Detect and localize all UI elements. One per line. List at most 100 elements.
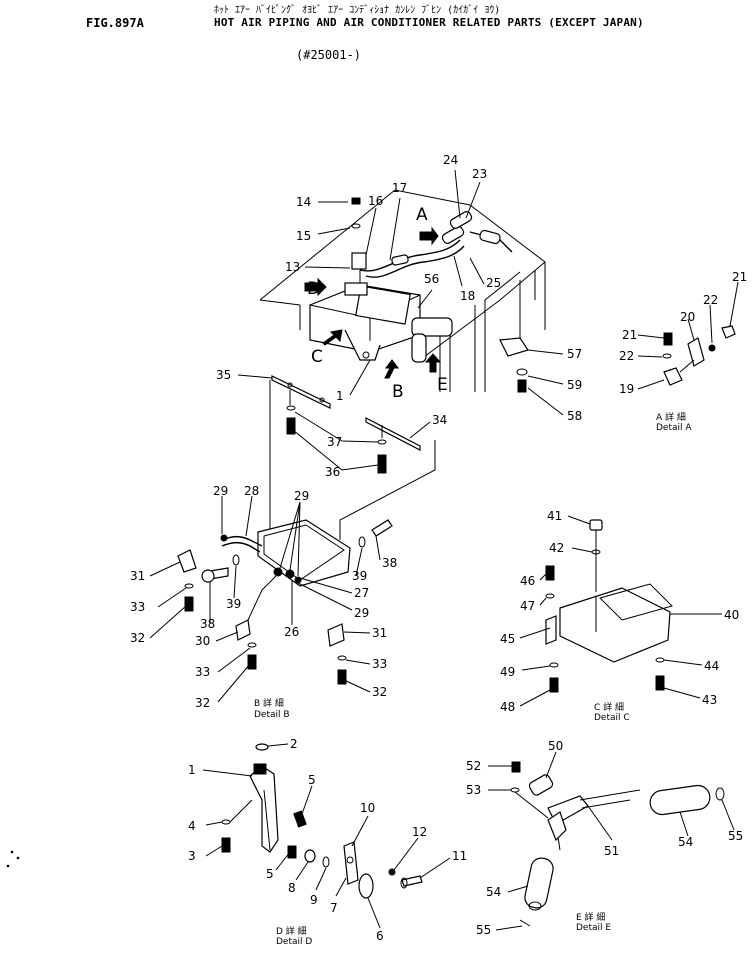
callout-e-51: 51 — [604, 844, 619, 858]
callout-a-20: 20 — [680, 310, 695, 324]
callout-16: 16 — [368, 194, 383, 208]
callout-57: 57 — [567, 347, 582, 361]
callout-d-6: 6 — [376, 929, 384, 943]
callout-58: 58 — [567, 409, 582, 423]
title-kana: ﾎｯﾄ ｴｱｰ ﾊﾞｲﾋﾟﾝｸﾞ ｵﾖﾋﾞ ｴｱｰ ｺﾝﾃﾞｨｼｮﾅ ｶﾝﾚﾝ … — [214, 5, 501, 16]
callout-b-39b: 39 — [352, 569, 367, 583]
callout-a-22b: 22 — [619, 349, 634, 363]
detail-d-kana: D 詳 細 — [276, 925, 307, 937]
callout-b-29a: 29 — [213, 484, 228, 498]
callout-b-33b: 33 — [195, 665, 210, 679]
detail-d-label: Detail D — [276, 937, 312, 947]
arrow-a-icon — [419, 226, 439, 246]
scan-speckle — [6, 850, 20, 868]
callout-e-54a: 54 — [678, 835, 693, 849]
callout-d-9: 9 — [310, 893, 318, 907]
callout-56: 56 — [424, 272, 439, 286]
detail-c-kana: C 詳 細 — [594, 701, 624, 713]
callout-25: 25 — [486, 276, 501, 290]
callout-b-31a: 31 — [130, 569, 145, 583]
callout-e-53: 53 — [466, 783, 481, 797]
callout-c-40: 40 — [724, 608, 739, 622]
callout-c-43: 43 — [702, 693, 717, 707]
callout-c-48: 48 — [500, 700, 515, 714]
callout-b-32b: 32 — [195, 696, 210, 710]
callout-15: 15 — [296, 229, 311, 243]
callout-d-4: 4 — [188, 819, 196, 833]
arrow-e-icon — [424, 353, 442, 373]
callout-13: 13 — [285, 260, 300, 274]
callout-e-52: 52 — [466, 759, 481, 773]
callout-d-12: 12 — [412, 825, 427, 839]
callout-b-32c: 32 — [372, 685, 387, 699]
detail-e-kana: E 詳 細 — [576, 911, 605, 923]
callout-d-2: 2 — [290, 737, 298, 751]
view-label-a: A — [416, 205, 428, 225]
callout-a-21a: 21 — [732, 270, 747, 284]
view-label-d: D — [307, 279, 320, 299]
callout-c-41: 41 — [547, 509, 562, 523]
callout-a-21b: 21 — [622, 328, 637, 342]
callout-18: 18 — [460, 289, 475, 303]
detail-c: 41 42 46 47 45 40 49 44 48 43 C 詳 細 Deta… — [500, 509, 739, 723]
callout-17: 17 — [392, 181, 407, 195]
callout-1: 1 — [336, 389, 344, 403]
view-label-b: B — [392, 382, 404, 402]
callout-d-3: 3 — [188, 849, 196, 863]
callout-d-10: 10 — [360, 801, 375, 815]
main-leaders — [237, 169, 564, 471]
callout-d-1: 1 — [188, 763, 196, 777]
callout-d-8: 8 — [288, 881, 296, 895]
callout-c-46: 46 — [520, 574, 535, 588]
figure-title: HOT AIR PIPING AND AIR CONDITIONER RELAT… — [214, 16, 644, 29]
callout-b-28: 28 — [244, 484, 259, 498]
callout-e-54b: 54 — [486, 885, 501, 899]
detail-b-kana: B 詳 細 — [254, 697, 284, 709]
callout-36: 36 — [325, 465, 340, 479]
arrow-c-icon — [322, 329, 343, 346]
callout-b-33c: 33 — [372, 657, 387, 671]
view-label-c: C — [311, 347, 323, 367]
figure-number: FIG.897A — [86, 16, 144, 30]
callout-24: 24 — [443, 153, 458, 167]
callout-b-39a: 39 — [226, 597, 241, 611]
callout-a-19: 19 — [619, 382, 634, 396]
callout-b-29b: 29 — [294, 489, 309, 503]
callout-59: 59 — [567, 378, 582, 392]
callout-b-27: 27 — [354, 586, 369, 600]
callout-d-5a: 5 — [308, 773, 316, 787]
callout-b-30: 30 — [195, 634, 210, 648]
main-callouts: 14 15 13 16 17 24 23 18 25 56 1 57 59 58… — [216, 153, 582, 479]
callout-34: 34 — [432, 413, 447, 427]
callout-c-42: 42 — [549, 541, 564, 555]
callout-b-38b: 38 — [382, 556, 397, 570]
callout-b-33a: 33 — [130, 600, 145, 614]
arrow-d-icon — [304, 277, 327, 297]
detail-e-label: Detail E — [576, 923, 611, 933]
detail-d: 2 1 5 4 3 5 8 9 7 10 12 11 6 D 詳 細 Detai… — [188, 737, 467, 947]
callout-c-45: 45 — [500, 632, 515, 646]
callout-d-7: 7 — [330, 901, 338, 915]
callout-14: 14 — [296, 195, 311, 209]
detail-a: 21 20 22 21 22 19 A 詳 細 Detail A — [619, 270, 747, 433]
callout-e-55a: 55 — [728, 829, 743, 843]
callout-b-26: 26 — [284, 625, 299, 639]
callout-e-50: 50 — [548, 739, 563, 753]
callout-e-55b: 55 — [476, 923, 491, 937]
detail-c-label: Detail C — [594, 713, 630, 723]
callout-c-44: 44 — [704, 659, 719, 673]
callout-35: 35 — [216, 368, 231, 382]
detail-a-kana: A 詳 細 — [656, 411, 686, 423]
serial-range: (#25001-) — [296, 48, 362, 62]
view-label-e: E — [437, 375, 448, 395]
callout-37: 37 — [327, 435, 342, 449]
callout-23: 23 — [472, 167, 487, 181]
callout-a-22a: 22 — [703, 293, 718, 307]
callout-b-31b: 31 — [372, 626, 387, 640]
arrow-b-icon — [384, 359, 399, 379]
callout-b-38a: 38 — [200, 617, 215, 631]
callout-c-49: 49 — [500, 665, 515, 679]
callout-c-47: 47 — [520, 599, 535, 613]
view-arrows: A D C B E — [304, 205, 448, 402]
